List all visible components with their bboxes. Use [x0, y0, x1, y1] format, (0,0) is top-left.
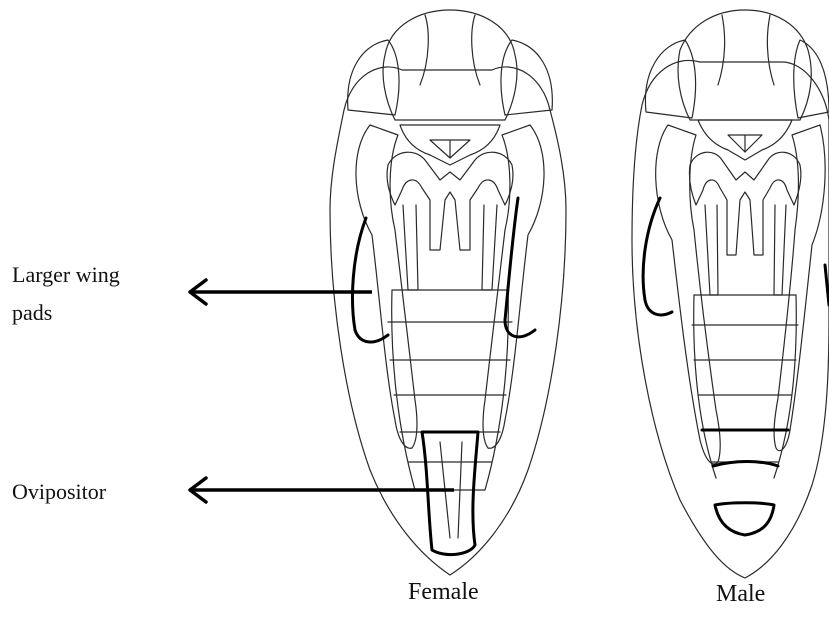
- female-left-eye: [348, 40, 399, 115]
- male-head-cap: [678, 10, 811, 120]
- female-central-legs: [403, 205, 497, 290]
- ovipositor-label: Ovipositor: [12, 473, 106, 511]
- wing-pad-arrow: [190, 280, 372, 304]
- female-right-wing-pad: [505, 198, 535, 337]
- male-caption: Male: [716, 575, 765, 613]
- female-head-divider: [420, 15, 480, 85]
- male-head-divider: [718, 15, 774, 85]
- female-body-outline: [330, 67, 566, 575]
- male-abdomen-segments: [692, 295, 798, 462]
- female-right-eye: [501, 40, 552, 115]
- male-left-wing-pad: [643, 198, 672, 315]
- female-caption: Female: [408, 573, 479, 611]
- wing-pads-label: Larger wing pads: [12, 256, 182, 332]
- female-abdomen-segments: [388, 290, 512, 490]
- male-proboscis-tip: [728, 135, 762, 152]
- male-terminal-segment: [715, 503, 774, 535]
- male-left-eye: [645, 40, 695, 118]
- female-proboscis-tip: [430, 140, 470, 158]
- male-central-legs: [705, 205, 786, 295]
- female-m-legs: [387, 152, 513, 250]
- female-head-cap: [383, 10, 517, 120]
- ovipositor-arrow: [190, 478, 454, 502]
- male-pupa: [632, 10, 829, 578]
- female-left-wing-pad: [353, 218, 388, 342]
- female-abdomen-sides: [392, 290, 509, 490]
